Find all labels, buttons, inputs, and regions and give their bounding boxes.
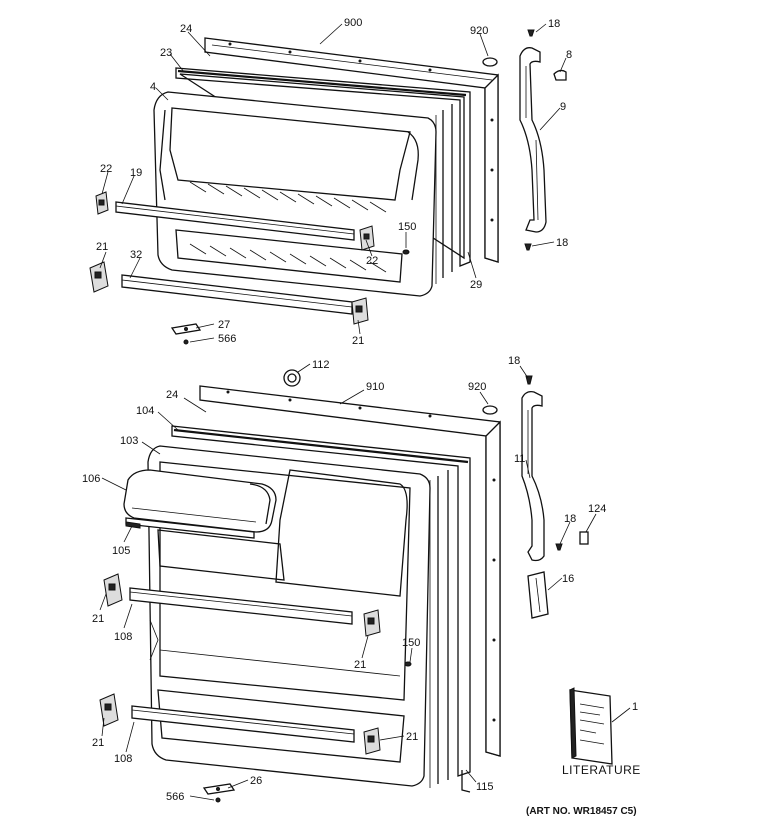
freezer-outer-door-panel [204,37,499,263]
label-920b: 920 [468,381,486,393]
fresh-food-outer-door-panel [199,385,501,757]
literature-label: LITERATURE [562,763,641,777]
label-566b: 566 [166,791,184,803]
label-150b: 150 [402,637,420,649]
fresh-food-handle-screw-top [525,375,533,385]
freezer-hinge-27 [170,323,202,335]
label-910: 910 [366,381,384,393]
label-900: 900 [344,17,362,29]
freezer-handle-trim-8 [553,69,567,81]
freezer-screw-566 [183,339,189,345]
fresh-food-door-assembly [99,369,589,803]
shelf-clip-21-right [351,297,369,325]
freezer-lower-shelf-bar [121,274,353,315]
freezer-handle [519,47,547,233]
shelf-clip-left-lower [99,693,119,727]
freezer-handle-screw-top [527,29,535,37]
fresh-food-hinge-26 [202,783,236,795]
label-105: 105 [112,545,130,557]
plug-button-112 [283,369,301,387]
label-1: 1 [632,701,638,713]
label-11: 11 [514,453,525,465]
label-21c: 21 [92,613,104,625]
label-29: 29 [470,279,482,291]
label-23: 23 [160,47,172,59]
shelf-clip-22-right [359,225,375,251]
shelf-clip-right-upper [363,609,381,637]
shelf-clip-21-left [89,261,109,293]
label-18b: 18 [556,237,568,249]
label-108b: 108 [114,753,132,765]
callout-labels-top: 900 920 18 8 9 24 23 4 22 19 150 22 29 1… [96,17,572,347]
label-32: 32 [130,249,142,261]
label-18: 18 [548,18,560,30]
label-920: 920 [470,25,488,37]
label-19: 19 [130,167,142,179]
label-21d: 21 [354,659,366,671]
label-18c: 18 [508,355,520,367]
label-21: 21 [96,241,108,253]
label-115: 115 [476,781,494,793]
freezer-handle-screw-bottom [524,243,532,251]
label-106: 106 [82,473,100,485]
label-104: 104 [136,405,154,417]
label-22b: 22 [366,255,378,267]
shelf-clip-22-left [95,191,109,215]
fresh-food-handle [521,390,545,562]
freezer-inner-liner [153,91,437,297]
label-112: 112 [312,359,330,371]
label-9: 9 [560,101,566,113]
label-21e: 21 [406,731,418,743]
art-number: (ART NO. WR18457 C5) [526,806,637,817]
fresh-food-screw-150 [404,661,412,667]
label-21f: 21 [92,737,104,749]
label-16: 16 [562,573,574,585]
label-150: 150 [398,221,416,233]
callout-labels-bottom: 112 910 920 18 24 104 103 106 105 11 18 … [82,355,638,803]
shelf-clip-left-upper [103,573,123,607]
label-566: 566 [218,333,236,345]
dairy-compartment-door [123,469,277,533]
leader-lines [99,23,631,801]
fresh-food-shelf-bar-lower [131,705,355,743]
dairy-bar [125,517,255,539]
freezer-screw-150 [402,249,410,255]
literature-booklet [569,687,613,765]
handle-insert-16 [527,571,549,619]
label-26: 26 [250,775,262,787]
fresh-food-door-gasket [171,425,471,793]
label-103: 103 [120,435,138,447]
freezer-shelf-bar [115,201,355,241]
freezer-door-assembly [89,29,567,345]
label-21b: 21 [352,335,364,347]
label-18d: 18 [564,513,576,525]
label-108: 108 [114,631,132,643]
label-27: 27 [218,319,230,331]
label-24: 24 [180,23,192,35]
fresh-food-shelf-bar-upper [129,587,353,625]
fresh-food-screw-566 [215,797,221,803]
label-124: 124 [588,503,606,515]
label-8: 8 [566,49,572,61]
shelf-clip-right-lower [363,727,381,755]
handle-end-cap-124 [579,531,589,545]
fresh-food-handle-screw-side [555,543,563,551]
label-22: 22 [100,163,112,175]
label-4: 4 [150,81,156,93]
label-24b: 24 [166,389,178,401]
